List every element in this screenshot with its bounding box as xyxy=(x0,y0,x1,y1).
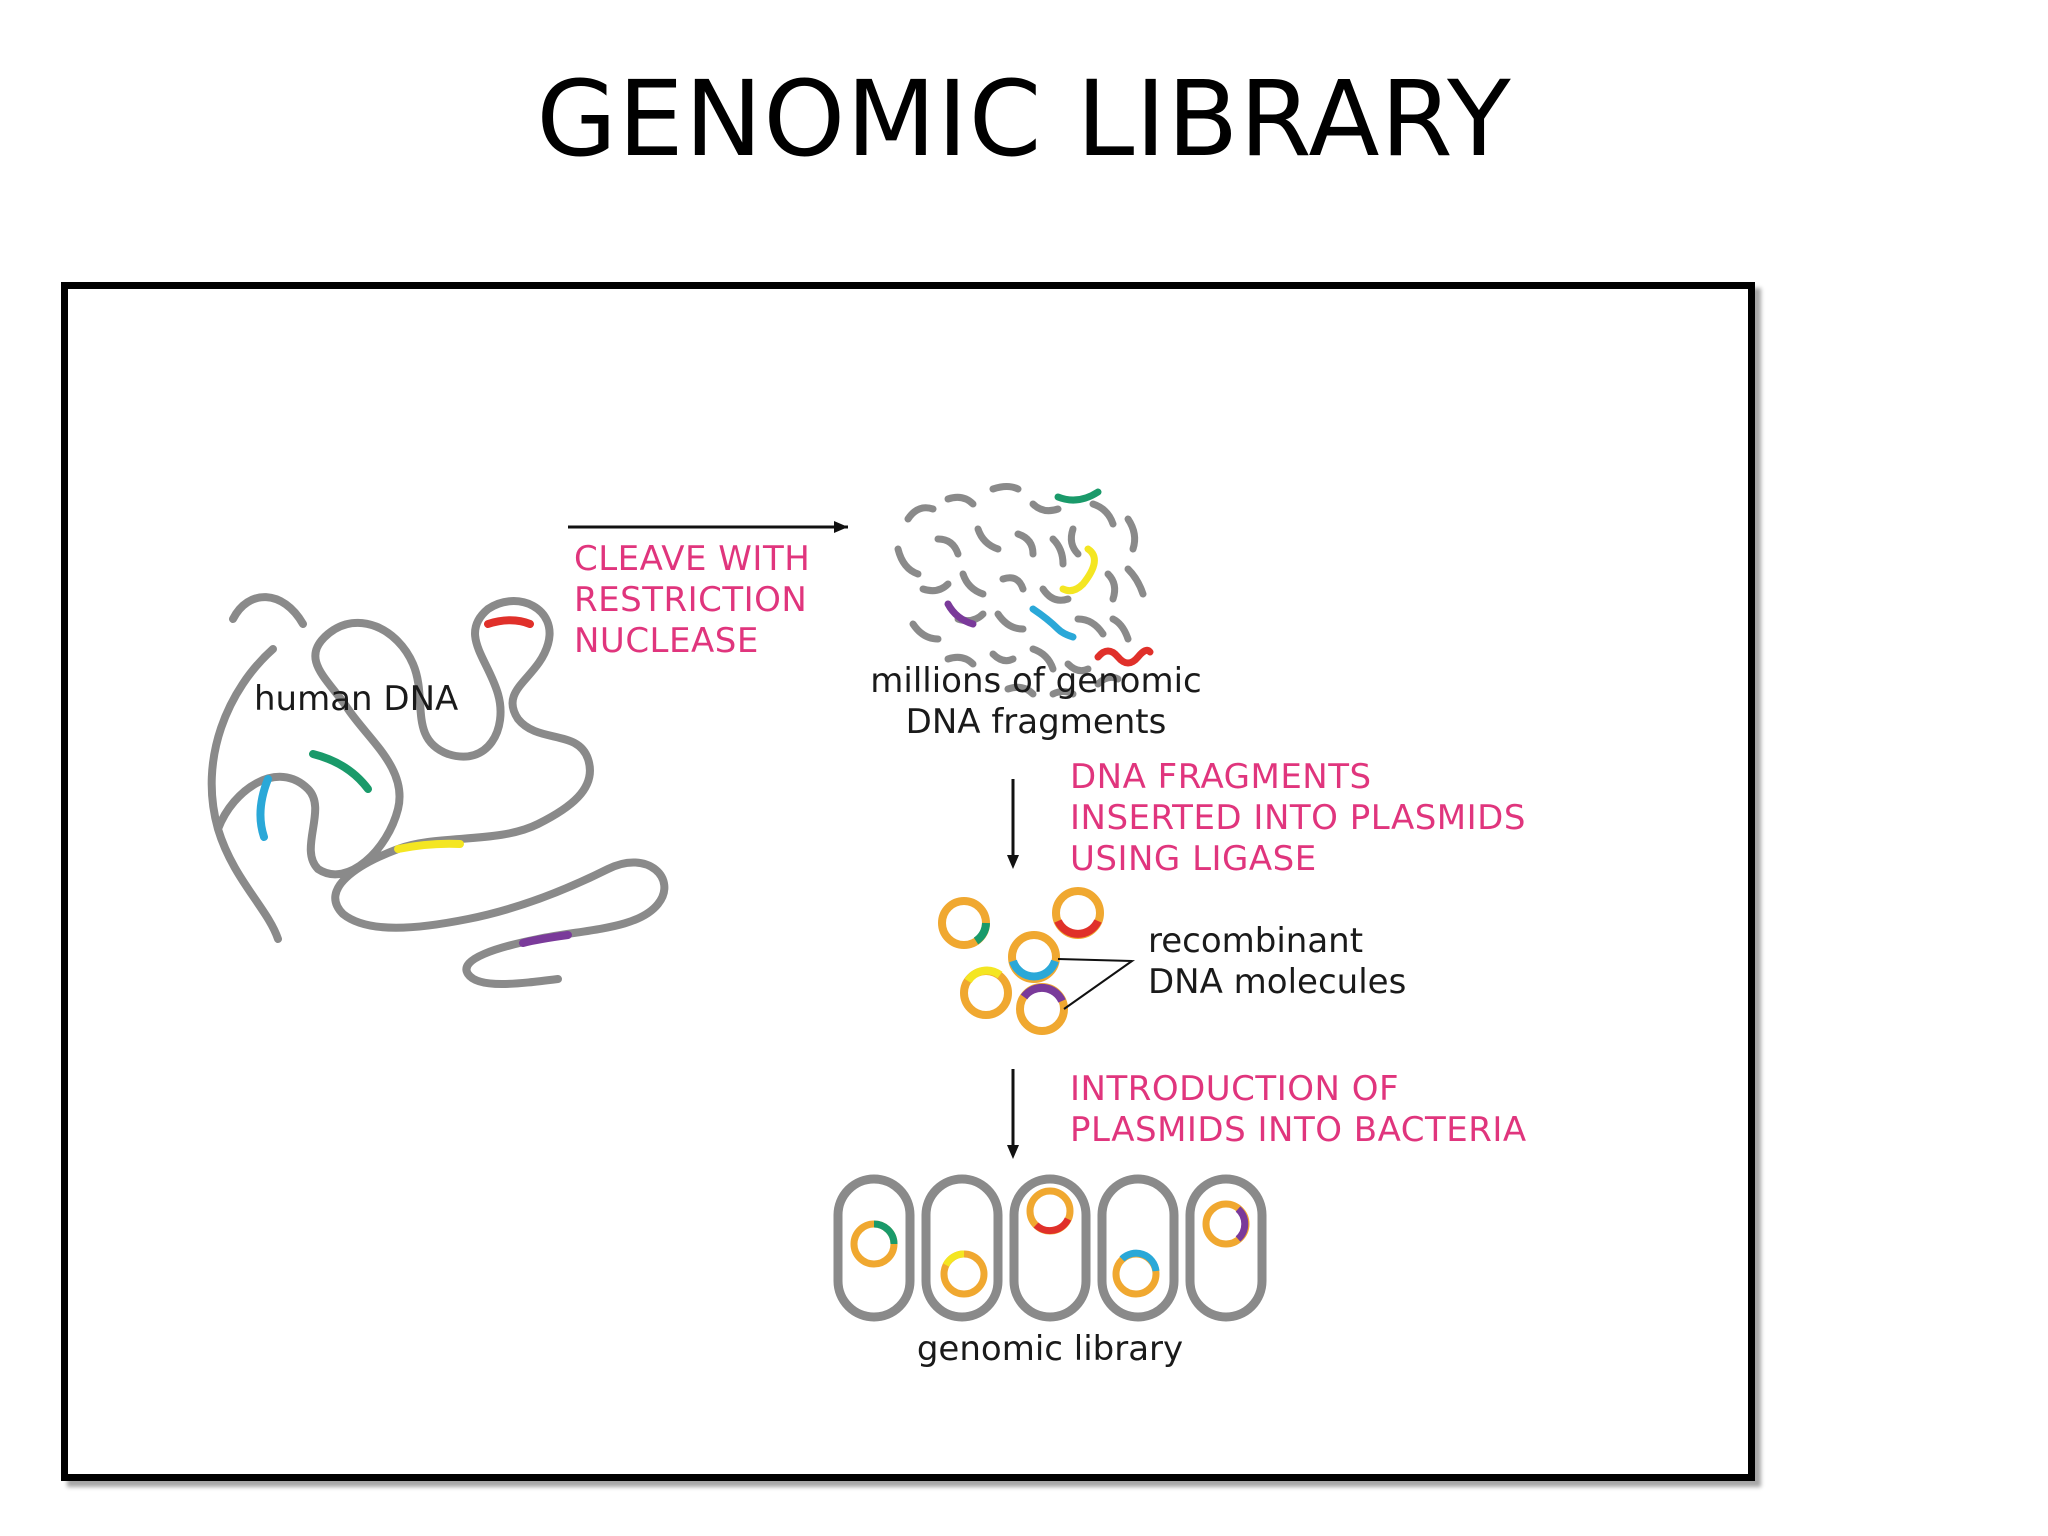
step-cleave-line-2: RESTRICTION xyxy=(574,580,808,620)
label-step-cleave: CLEAVE WITH RESTRICTION NUCLEASE xyxy=(574,539,810,662)
step-insert-line-2: INSERTED INTO PLASMIDS xyxy=(1070,798,1526,838)
genomic-library-diagram xyxy=(207,483,1267,1322)
fragments-line-2: DNA fragments xyxy=(905,702,1167,742)
arrow-transform-head xyxy=(1007,1145,1019,1159)
label-step-transform: INTRODUCTION OF PLASMIDS INTO BACTERIA xyxy=(1070,1069,1527,1151)
label-step-insert: DNA FRAGMENTS INSERTED INTO PLASMIDS USI… xyxy=(1070,757,1526,880)
diagram-frame: human DNA CLEAVE WITH RESTRICTION NUCLEA… xyxy=(61,282,1755,1481)
step-cleave-line-3: NUCLEASE xyxy=(574,621,759,661)
fragment-green xyxy=(1054,488,1102,504)
dna-segment-blue xyxy=(256,775,272,841)
label-recombinant: recombinant DNA molecules xyxy=(1148,921,1406,1003)
recombinant-plasmids xyxy=(938,887,1104,1035)
fragment-red xyxy=(1094,646,1154,667)
step-transform-line-1: INTRODUCTION OF xyxy=(1070,1069,1400,1109)
bacteria-row xyxy=(833,1174,1267,1322)
label-genomic-library: genomic library xyxy=(916,1329,1184,1369)
recombinant-line-2: DNA molecules xyxy=(1148,962,1407,1002)
dna-segment-yellow xyxy=(394,839,464,853)
fragment-purple xyxy=(944,600,977,628)
dna-segment-purple xyxy=(519,931,572,947)
bacterium-5 xyxy=(1185,1174,1267,1322)
library-plasmids xyxy=(850,1187,1250,1298)
recombinant-pointer xyxy=(1057,958,1136,1010)
step-cleave-line-1: CLEAVE WITH xyxy=(574,539,811,579)
dna-fragments xyxy=(894,483,1147,698)
human-dna-strand xyxy=(207,593,669,988)
fragments-line-1: millions of genomic xyxy=(870,661,1202,701)
slide-title: GENOMIC LIBRARY xyxy=(536,58,1512,180)
step-insert-line-3: USING LIGASE xyxy=(1070,839,1317,879)
fragment-blue xyxy=(1029,605,1077,641)
label-fragments: millions of genomic DNA fragments xyxy=(856,661,1216,743)
bacterium-3 xyxy=(1009,1174,1091,1322)
dna-segment-green xyxy=(309,750,372,793)
fragment-yellow xyxy=(1059,545,1098,595)
arrow-insert-head xyxy=(1007,855,1019,869)
recombinant-line-1: recombinant xyxy=(1148,921,1364,961)
step-transform-line-2: PLASMIDS INTO BACTERIA xyxy=(1070,1110,1527,1150)
step-insert-line-1: DNA FRAGMENTS xyxy=(1070,757,1372,797)
dna-segment-red xyxy=(484,616,534,628)
bacterium-1 xyxy=(833,1174,915,1322)
label-human-dna: human DNA xyxy=(254,679,459,719)
